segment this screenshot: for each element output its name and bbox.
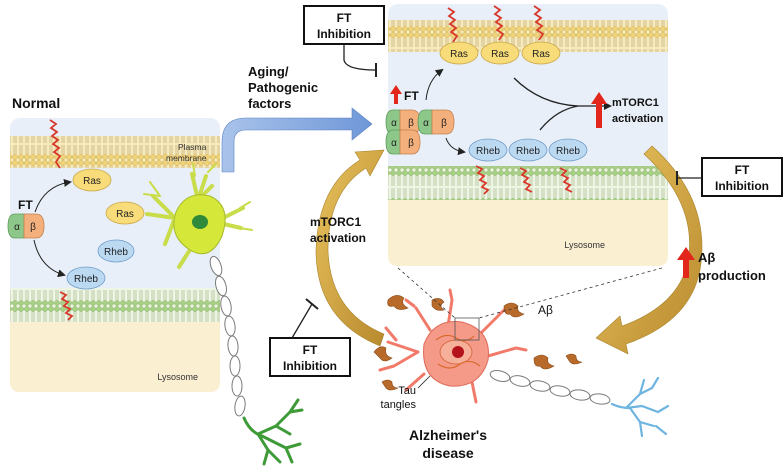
rheb-lysosome-bound [66,266,106,290]
mtorc1-label: mTORC1 [612,97,659,109]
ras-label: Ras [532,49,550,60]
ft-label: FT [404,89,419,103]
inhibition-bar [305,298,319,310]
aging-arrow [221,107,373,173]
cycle-activation-label: activation [310,231,366,245]
lysosome-membrane [10,288,220,322]
alpha-label: α [423,118,429,129]
inhibition-line2: Inhibition [283,359,337,373]
ft-inhibition-right: FT Inhibition [676,157,783,197]
disease-title-line2: disease [422,445,474,461]
activation-label: activation [612,113,664,125]
lysosome-label: Lysosome [564,240,605,250]
alpha-label: α [391,138,397,149]
nucleus [452,346,464,358]
ras-3 [521,41,561,65]
zoom-line-right [478,267,663,319]
zoom-box [454,317,480,341]
beta-label: β [408,138,414,149]
healthy-neuron [143,163,304,466]
rheb-label: Rheb [104,247,128,258]
cycle-arrow-left [315,149,385,347]
ft-cluster: α β α β α β [385,109,455,155]
inhibition-line2: Inhibition [317,27,371,41]
beta-label: β [30,222,36,233]
rheb-label: Rheb [74,274,98,285]
axon-terminal [242,398,304,466]
abeta-plaque-label: Aβ [538,303,553,317]
plasma-membrane [10,136,220,168]
rheb-label: Rheb [476,146,500,157]
ft-alpha-subunit [7,213,25,239]
rheb-label: Rheb [556,146,580,157]
zoom-line-left [397,267,456,319]
lysosome-lumen [10,322,220,392]
aging-line3: factors [248,96,291,111]
rheb-2 [508,138,548,162]
abeta-label: Aβ [698,250,715,265]
abeta-plaques [373,295,583,391]
alpha-label: α [14,222,20,233]
tangles-label: tangles [381,399,417,411]
rheb-label: Rheb [516,146,540,157]
alpha-label: α [391,118,397,129]
ft-to-ras-arrow [425,68,444,101]
disease-title-line1: Alzheimer's [409,427,487,443]
beta-label: β [441,118,447,129]
ras-label: Ras [450,49,468,60]
ft-to-ras-arrow [34,178,72,213]
abeta-increase-arrow [677,247,695,278]
ft-inhibition-bottom: FT Inhibition [269,298,351,377]
ad-panel: Lysosome Ras Ras Ras Rheb Rheb Rheb α β [385,4,668,266]
aging-line2: Pathogenic [248,80,318,95]
ft-to-rheb-arrow [445,137,466,156]
inhibition-line1: FT [303,343,318,357]
ras-cytosolic [105,201,145,225]
rheb-converge-arrow [539,102,612,131]
ft-inhibition-top: FT Inhibition [303,5,385,77]
diseased-neuron [373,288,670,438]
rheb-3 [548,138,588,162]
farnesyl-anchor [59,291,74,321]
mtorc1-increase-arrow [591,92,607,128]
inhibition-line1: FT [735,163,750,177]
rheb-cytosolic [97,239,135,263]
cycle-arrow-right [595,145,703,355]
tau-label: Tau [398,385,416,397]
ras-label: Ras [491,49,509,60]
lysosome-label: Lysosome [157,372,198,382]
inhibition-line1: FT [337,11,352,25]
ras-converge-line [513,77,579,107]
ft-to-rheb-arrow [33,239,66,278]
ras-label: Ras [116,209,134,220]
cycle-mtorc1-label: mTORC1 [310,215,361,229]
lysosome-lumen [388,200,668,266]
beta-label: β [408,118,414,129]
normal-panel: Normal Plasma membrane Ras Ras Rheb Rheb… [7,95,220,392]
aging-line1: Aging/ [248,64,289,79]
plasma-label: Plasma [178,142,207,152]
normal-title: Normal [12,95,60,111]
farnesyl-anchors [447,5,573,195]
farnesyl-anchor [49,119,62,169]
inhibition-line2: Inhibition [715,179,769,193]
ft-beta-subunit [23,213,45,239]
nucleus [192,215,208,229]
axon-terminal [610,376,670,438]
ras-label: Ras [83,176,101,187]
ras-membrane-bound [72,168,112,192]
production-label: production [698,268,766,283]
membrane-label: membrane [166,153,207,163]
ras-1 [439,41,479,65]
tau-pointer [417,375,431,389]
ft-increase-arrow [390,85,402,104]
ras-2 [480,41,520,65]
ft-label: FT [18,198,33,212]
rheb-1 [468,138,508,162]
